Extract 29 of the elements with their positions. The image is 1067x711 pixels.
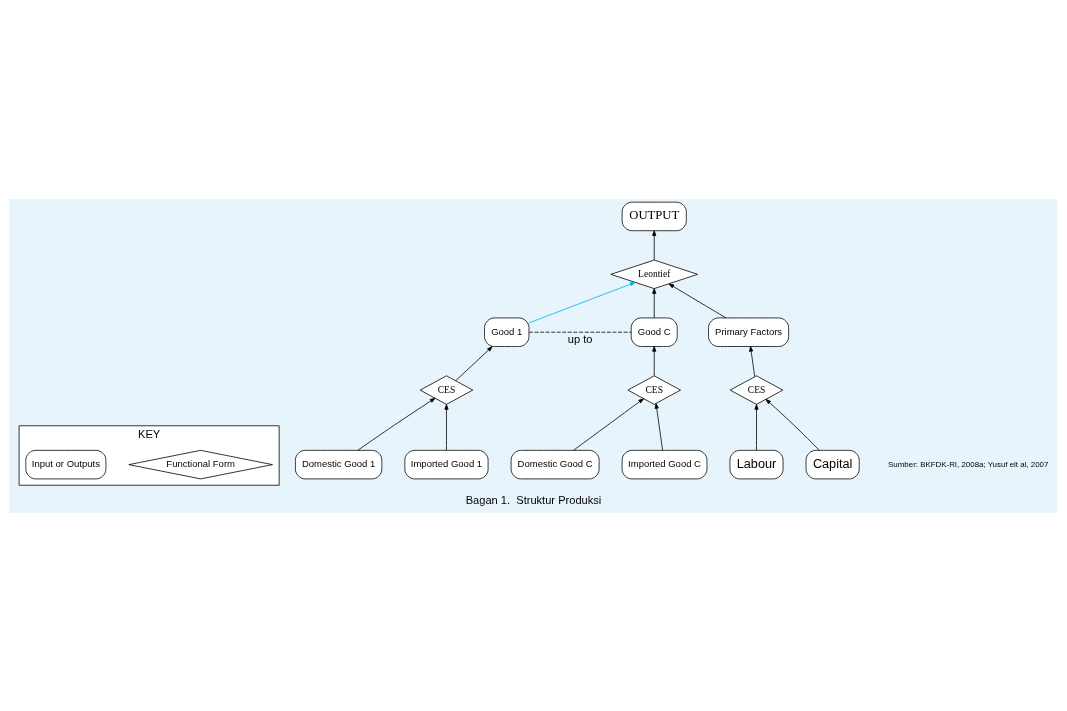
- node-box: Input or Outputs: [25, 449, 107, 479]
- arrow: [357, 397, 436, 451]
- arrow: [654, 402, 663, 450]
- node-box: Good 1: [484, 317, 530, 347]
- node-diamond: Functional Form: [128, 449, 273, 479]
- node-box: Labour: [729, 449, 784, 479]
- node-box: OUTPUT: [621, 201, 687, 231]
- edge-label: up to: [567, 332, 593, 345]
- arrow: [668, 283, 727, 318]
- arrow: [652, 345, 657, 376]
- label: Sumber: BKFDK-RI, 2008a; Yusuf elt al, 2007: [888, 459, 1049, 469]
- node-box: Domestic Good C: [510, 449, 600, 479]
- caption: Bagan 1. Struktur Produksi: [465, 493, 602, 506]
- arrow: [444, 403, 449, 450]
- node-box: Primary Factors: [708, 317, 790, 347]
- node-box: Domestic Good 1: [295, 449, 383, 479]
- node-box: Imported Good C: [621, 449, 708, 479]
- arrow: [765, 398, 820, 451]
- arrow: [573, 397, 644, 451]
- arrow: [749, 345, 756, 377]
- node-box: Good C: [630, 317, 678, 347]
- connector: [528, 331, 632, 333]
- arrow: [455, 345, 493, 381]
- arrow: [528, 281, 636, 323]
- arrow: [754, 403, 759, 450]
- node-box: Imported Good 1: [404, 449, 489, 479]
- arrow: [652, 229, 657, 260]
- node-box: Capital: [805, 449, 860, 479]
- arrow: [652, 287, 657, 318]
